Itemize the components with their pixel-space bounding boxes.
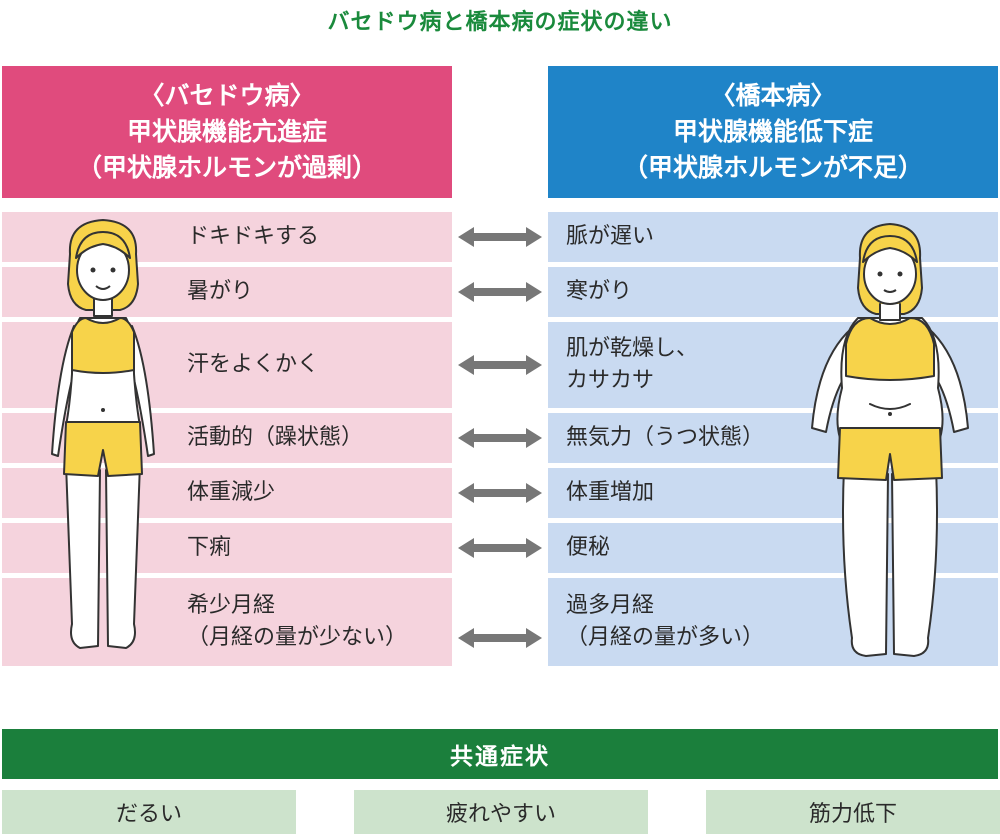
heavy-woman-illustration	[811, 223, 969, 657]
double-arrow-icon	[458, 428, 542, 448]
hashimoto-symptom: 脈が遅い	[548, 212, 998, 262]
graves-symptom-text: ドキドキする	[187, 224, 320, 249]
common-symptom-chip: だるい	[2, 790, 296, 834]
graves-header-condition: 甲状腺機能亢進症	[126, 117, 327, 146]
double-arrow-icon	[458, 538, 542, 558]
common-symptom-chip: 疲れやすい	[354, 790, 648, 834]
hashimoto-header-note: （甲状腺ホルモンが不足）	[622, 153, 923, 182]
thin-woman-illustration	[51, 219, 155, 649]
graves-symptom-text: 活動的（躁状態）	[187, 425, 364, 450]
hashimoto-symptom-text: 過多月経 （月経の量が多い）	[566, 593, 765, 650]
graves-symptom-text: 希少月経 （月経の量が少ない）	[187, 593, 408, 650]
hashimoto-symptom-text: 肌が乾燥し、 カサカサ	[566, 336, 699, 393]
graves-header-note: （甲状腺ホルモンが過剰）	[76, 153, 377, 182]
hashimoto-symptom-text: 脈が遅い	[566, 224, 655, 249]
hashimoto-symptom-text: 寒がり	[566, 279, 633, 304]
hashimoto-header-condition: 甲状腺機能低下症	[672, 117, 873, 146]
graves-header-name: 〈バセドウ病〉	[139, 81, 315, 110]
graves-symptom-text: 下痢	[187, 535, 232, 560]
common-symptoms-header: 共通症状	[2, 729, 998, 779]
graves-symptom-text: 暑がり	[187, 279, 254, 304]
double-arrow-icon	[458, 483, 542, 503]
graves-header: 〈バセドウ病〉 甲状腺機能亢進症 （甲状腺ホルモンが過剰）	[2, 66, 452, 198]
hashimoto-symptom-text: 便秘	[566, 535, 611, 560]
double-arrow-icon	[458, 355, 542, 375]
double-arrow-icon	[458, 282, 542, 302]
double-arrow-icon	[458, 628, 542, 648]
hashimoto-symptom-text: 体重増加	[566, 480, 655, 505]
hashimoto-header: 〈橋本病〉 甲状腺機能低下症 （甲状腺ホルモンが不足）	[548, 66, 998, 198]
double-arrow-icon	[458, 227, 542, 247]
page-title: バセドウ病と橋本病の症状の違い	[327, 10, 673, 35]
hashimoto-symptom-text: 無気力（うつ状態）	[566, 425, 765, 450]
graves-symptom-text: 体重減少	[187, 480, 276, 505]
hashimoto-header-name: 〈橋本病〉	[710, 81, 836, 110]
common-symptom-chip: 筋力低下	[706, 790, 1000, 834]
hashimoto-symptom: 寒がり	[548, 267, 998, 317]
graves-symptom-text: 汗をよくかく	[187, 352, 320, 377]
